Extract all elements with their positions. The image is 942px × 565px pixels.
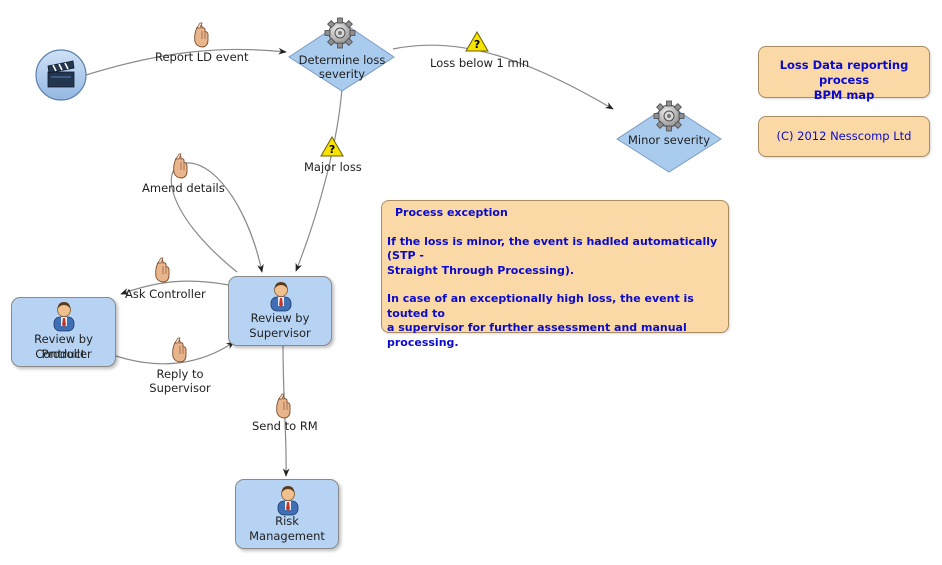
person-icon	[53, 301, 75, 332]
start-event	[35, 49, 87, 101]
gateway-label-minor-severity: Minor severity	[627, 133, 710, 147]
flow-label-reply-to-supervisor: Reply to Supervisor	[149, 367, 211, 395]
hand-icon	[155, 257, 170, 283]
gateway-determine-severity	[288, 21, 395, 92]
flow-label-send-to-rm: Send to RM	[252, 419, 318, 433]
title-note: Loss Data reporting process BPM map	[758, 46, 930, 102]
flow-label-report-ld-event: Report LD event	[155, 50, 249, 64]
hand-icon	[194, 22, 209, 48]
clapperboard-icon	[47, 60, 75, 88]
gateway-minor-severity	[616, 104, 722, 173]
flow-label-amend-details: Amend details	[142, 181, 225, 195]
hand-icon	[172, 337, 187, 363]
gear-icon	[324, 17, 356, 49]
flow-label-major-loss: Major loss	[304, 160, 362, 174]
person-icon	[277, 485, 299, 516]
flow-amend-details	[170, 162, 264, 273]
gateway-label-determine-severity: Determine loss severity	[298, 53, 386, 81]
flow-label-loss-below: Loss below 1 mln	[430, 56, 530, 70]
flow-reply-to-supervisor	[115, 341, 235, 365]
process-exception-note: Process exception If the loss is minor, …	[381, 200, 729, 349]
warning-icon	[465, 31, 489, 52]
warning-icon	[320, 136, 344, 157]
hand-icon	[276, 393, 291, 419]
person-icon	[270, 281, 292, 312]
flow-loss-below	[392, 44, 614, 110]
copyright-note: (C) 2012 Nesscomp Ltd	[758, 116, 930, 157]
flow-ask-controller	[120, 280, 230, 295]
flow-major-loss	[295, 87, 343, 272]
task-risk-management[interactable]: Risk Management	[235, 479, 339, 549]
flow-label-ask-controller: Ask Controller	[125, 287, 206, 301]
hand-icon	[173, 153, 188, 179]
flow-report-ld-event	[85, 47, 287, 76]
task-review-by-product-controller[interactable]: Review by Product Controller	[11, 297, 116, 367]
task-review-by-supervisor[interactable]: Review by Supervisor	[228, 276, 332, 346]
gear-icon	[653, 100, 685, 132]
